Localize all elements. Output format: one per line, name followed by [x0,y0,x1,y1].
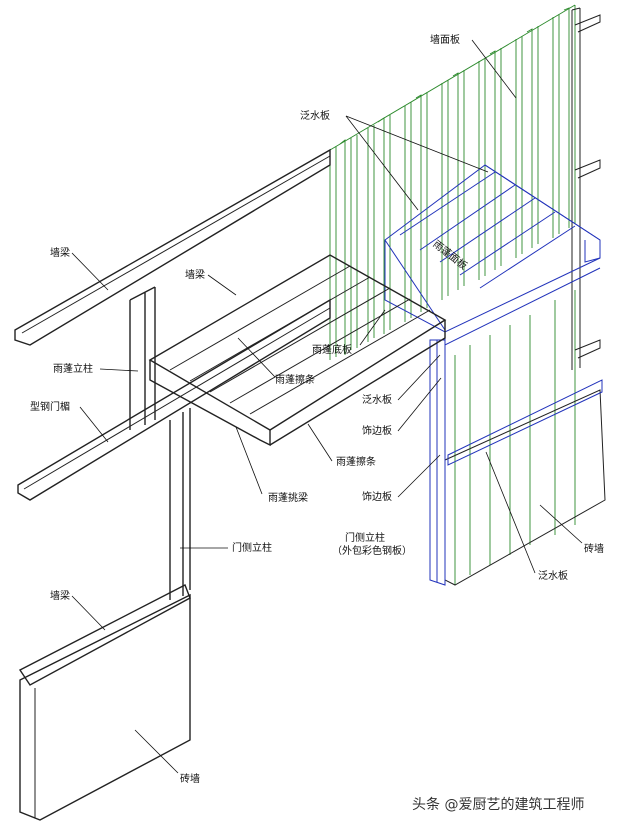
label-wall-beam-low: 墙梁 [50,589,70,602]
label-canopy-bottom-panel: 雨蓬底板 [312,343,352,356]
label-trim-panel-2: 饰边板 [362,490,392,503]
label-side-wall-left: 砖墙 [180,772,200,785]
wall-beam-low [18,584,191,686]
label-steel-door-lintel: 型钢门楣 [30,400,70,413]
label-door-column-left: 门侧立柱 [232,541,272,554]
label-door-column-line1: 门侧立柱 [345,531,385,544]
leader-lines [71,39,583,774]
door-side-column-left [169,408,191,600]
left-brick-wall [19,593,191,821]
label-side-wall-right: 砖墙 [584,542,604,555]
right-brick-wall [444,379,606,586]
label-flashing-low: 泛水板 [538,569,568,582]
watermark: 头条 @爱厨艺的建筑工程师 [412,796,584,813]
label-canopy-cantilever-beam: 雨蓬挑梁 [268,491,308,504]
label-trim-panel-1: 饰边板 [362,424,392,437]
canopy-column [129,286,156,430]
label-wall-panel: 墙面板 [430,33,460,46]
annotation-labels: 墙面板 泛水板 墙梁 墙梁 雨蓬面板 雨蓬立柱 雨蓬底板 雨蓬擦条 型钢门楣 泛… [30,33,604,785]
lower-canopy-deck [148,254,447,447]
label-flashing-top: 泛水板 [300,109,330,122]
label-door-column-line2: （外包彩色钢板） [332,544,412,557]
wall-beam-top [14,148,331,346]
label-canopy-purlin-outer: 雨蓬擦条 [336,455,376,468]
label-canopy-column: 雨蓬立柱 [53,362,93,375]
label-flashing-mid: 泛水板 [362,393,392,406]
upper-canopy [384,164,601,346]
steel-door-lintel [17,298,331,501]
label-wall-beam-mid: 墙梁 [185,268,205,281]
label-wall-beam-top: 墙梁 [50,246,70,259]
label-canopy-purlin-inner: 雨蓬擦条 [275,373,315,386]
door-side-column-right [429,339,446,586]
wall-post-right [571,7,601,370]
